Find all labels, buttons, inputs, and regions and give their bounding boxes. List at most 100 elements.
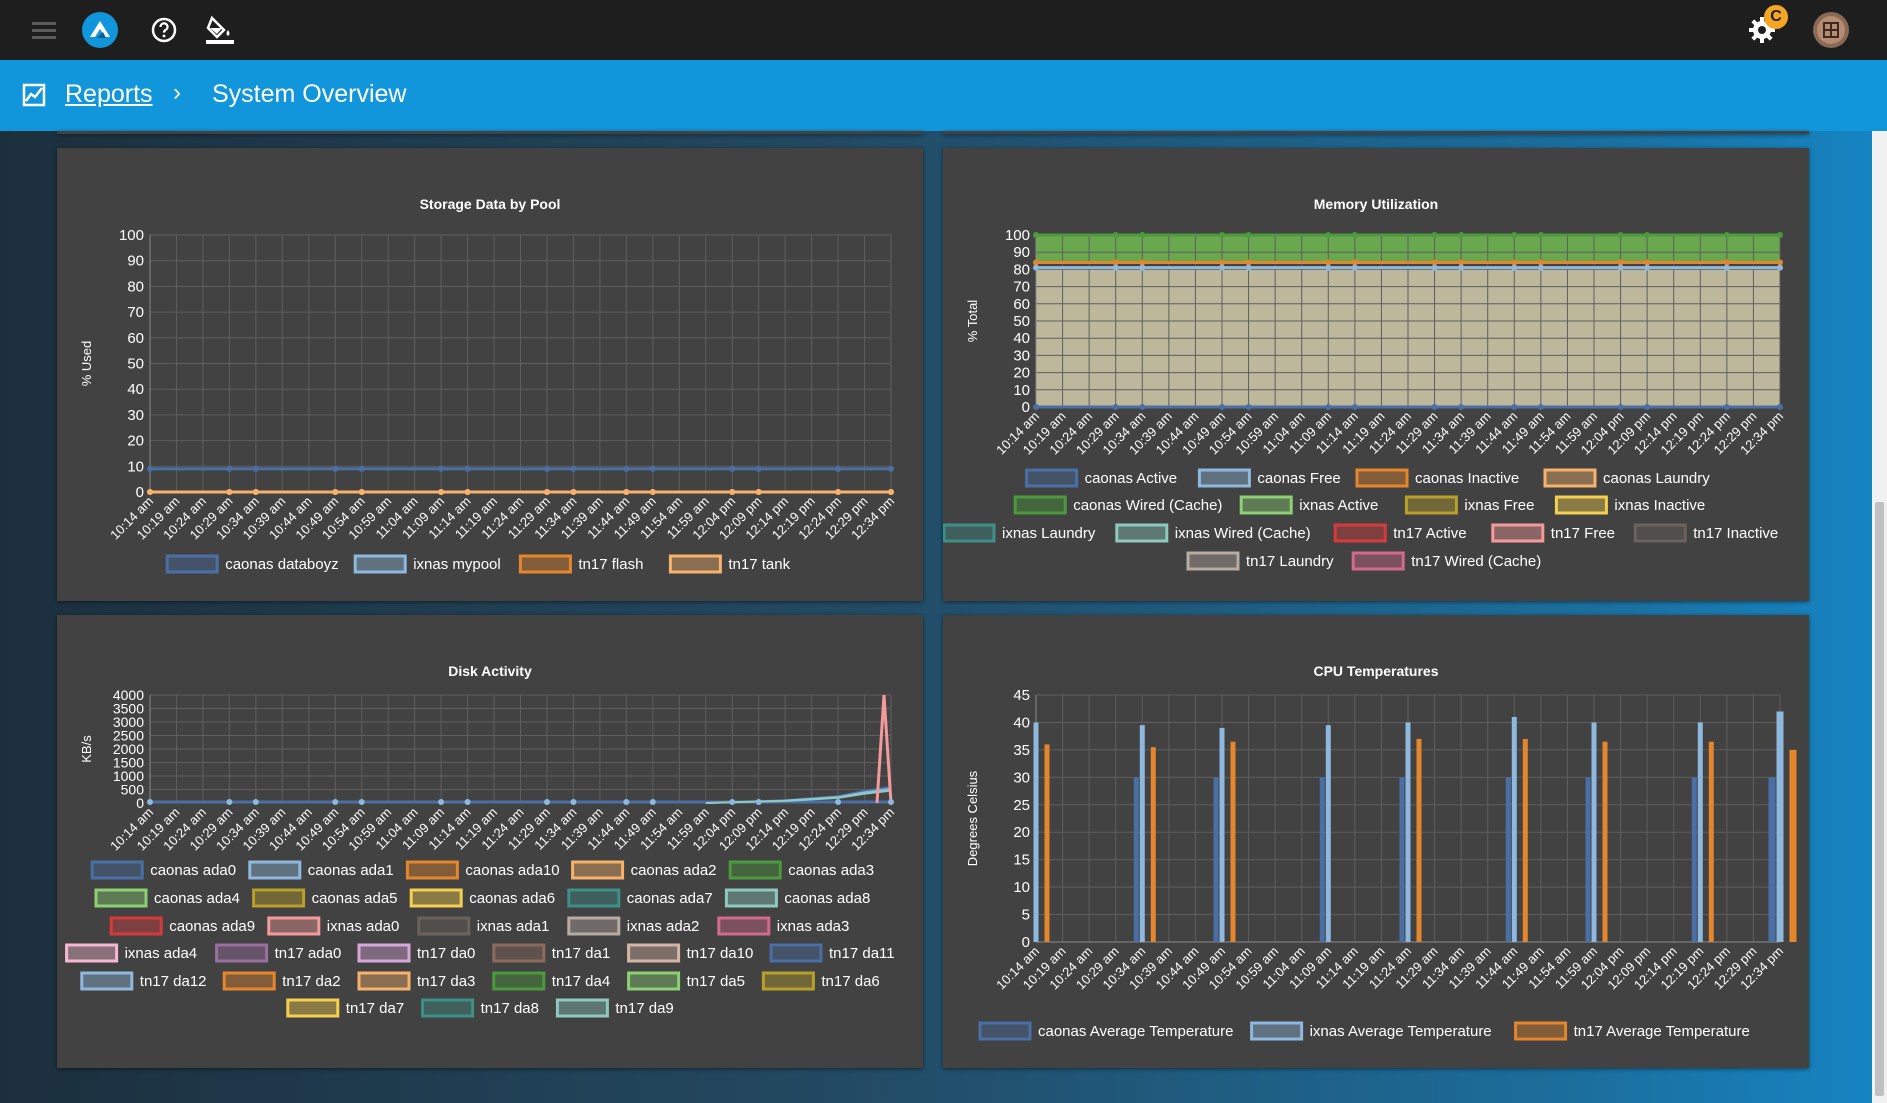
legend-label: caonas Wired (Cache) xyxy=(1073,497,1222,514)
legend-label: caonas databoyz xyxy=(225,556,338,573)
menu-icon[interactable] xyxy=(30,18,58,42)
data-point xyxy=(543,465,550,472)
y-tick-label: 30 xyxy=(1013,769,1030,786)
scrollbar-thumb[interactable] xyxy=(1875,502,1884,1096)
data-point xyxy=(1219,232,1225,238)
y-tick-label: 20 xyxy=(127,433,144,450)
data-point xyxy=(1511,404,1518,410)
data-point xyxy=(729,465,736,472)
data-point xyxy=(147,489,153,495)
legend-label: caonas ada3 xyxy=(788,862,874,879)
help-icon[interactable] xyxy=(150,16,178,44)
data-point xyxy=(1644,404,1651,410)
legend-swatch xyxy=(943,523,996,543)
y-tick-label: 45 xyxy=(1013,687,1030,704)
y-tick-label: 80 xyxy=(127,278,144,295)
data-point xyxy=(623,799,630,805)
temperature-bar xyxy=(1139,725,1145,942)
legend-label: tn17 Laundry xyxy=(1246,553,1334,570)
temperature-bar xyxy=(1708,741,1714,942)
y-tick-label: 0 xyxy=(136,795,144,811)
data-point xyxy=(1777,264,1783,271)
legend-label: tn17 da6 xyxy=(821,973,879,990)
data-point xyxy=(1777,404,1783,410)
y-tick-label: 60 xyxy=(1013,296,1030,313)
y-tick-label: 15 xyxy=(1013,852,1030,869)
data-point xyxy=(1351,404,1358,410)
legend-swatch xyxy=(571,860,625,880)
temperature-bar xyxy=(1133,777,1139,942)
legend-swatch xyxy=(1025,468,1079,488)
data-point xyxy=(1033,232,1039,238)
legend-swatch xyxy=(717,916,771,936)
legend-swatch xyxy=(222,971,276,991)
data-point xyxy=(1112,404,1119,410)
truenas-logo-icon[interactable] xyxy=(81,11,119,49)
y-tick-label: 1000 xyxy=(113,768,144,784)
data-point xyxy=(1139,404,1146,410)
data-point xyxy=(1219,264,1225,271)
temperature-bar xyxy=(1768,777,1776,942)
data-point xyxy=(755,489,762,495)
data-point xyxy=(649,799,656,805)
previous-panel-left-edge xyxy=(57,131,923,134)
legend-label: tn17 da10 xyxy=(687,945,754,962)
temperature-bar xyxy=(1325,725,1331,942)
temperature-bar xyxy=(1697,722,1703,942)
data-point xyxy=(623,465,630,472)
y-tick-label: 10 xyxy=(127,458,144,475)
data-point xyxy=(1537,232,1544,238)
legend-swatch xyxy=(978,1021,1032,1041)
data-point xyxy=(358,465,365,472)
legend-swatch xyxy=(1514,1021,1568,1041)
top-toolbar: C xyxy=(0,0,1887,60)
data-point xyxy=(1431,259,1438,266)
legend-label: ixnas ada2 xyxy=(627,918,700,935)
legend-swatch xyxy=(555,998,609,1018)
temperature-bar xyxy=(1399,777,1405,942)
y-tick-label: 35 xyxy=(1013,742,1030,759)
legend-label: caonas ada5 xyxy=(312,890,398,907)
y-axis-label: % Total xyxy=(965,300,980,343)
page-title: System Overview xyxy=(212,80,407,108)
legend-swatch xyxy=(728,860,782,880)
data-point xyxy=(332,799,339,805)
notification-badge[interactable]: C xyxy=(1764,5,1788,29)
data-point xyxy=(1458,264,1465,271)
legend-swatch xyxy=(94,888,148,908)
data-point xyxy=(226,489,233,495)
y-tick-label: 70 xyxy=(1013,279,1030,296)
data-point xyxy=(358,489,365,495)
legend-label: tn17 da12 xyxy=(140,973,207,990)
legend-label: tn17 da11 xyxy=(829,945,895,962)
legend-label: tn17 ada0 xyxy=(275,945,342,962)
theme-paint-icon[interactable] xyxy=(204,14,236,46)
legend-label: caonas ada10 xyxy=(465,862,559,879)
chart-title: CPU Temperatures xyxy=(1313,663,1439,679)
y-tick-label: 90 xyxy=(127,253,144,270)
breadcrumb-reports-link[interactable]: Reports xyxy=(65,80,153,108)
data-point xyxy=(1644,264,1651,271)
legend-label: tn17 tank xyxy=(728,556,790,573)
data-point xyxy=(1325,404,1332,410)
legend-label: tn17 Inactive xyxy=(1693,525,1778,542)
legend-swatch xyxy=(90,860,144,880)
temperature-bar xyxy=(1219,727,1225,942)
data-point xyxy=(1245,259,1252,266)
temperature-bar xyxy=(1033,722,1039,942)
temperature-bar xyxy=(1319,777,1325,942)
legend-swatch xyxy=(627,971,681,991)
data-point xyxy=(543,799,550,805)
data-point xyxy=(835,465,842,472)
data-point xyxy=(1325,264,1332,271)
data-point xyxy=(1245,232,1252,238)
y-tick-label: 90 xyxy=(1013,244,1030,261)
account-avatar-icon[interactable] xyxy=(1812,11,1850,49)
data-point xyxy=(1033,259,1039,266)
legend-label: ixnas Laundry xyxy=(1002,525,1096,542)
legend-label: tn17 da8 xyxy=(481,1000,539,1017)
data-point xyxy=(888,465,894,472)
legend-label: ixnas Active xyxy=(1299,497,1378,514)
y-tick-label: 30 xyxy=(1013,347,1030,364)
